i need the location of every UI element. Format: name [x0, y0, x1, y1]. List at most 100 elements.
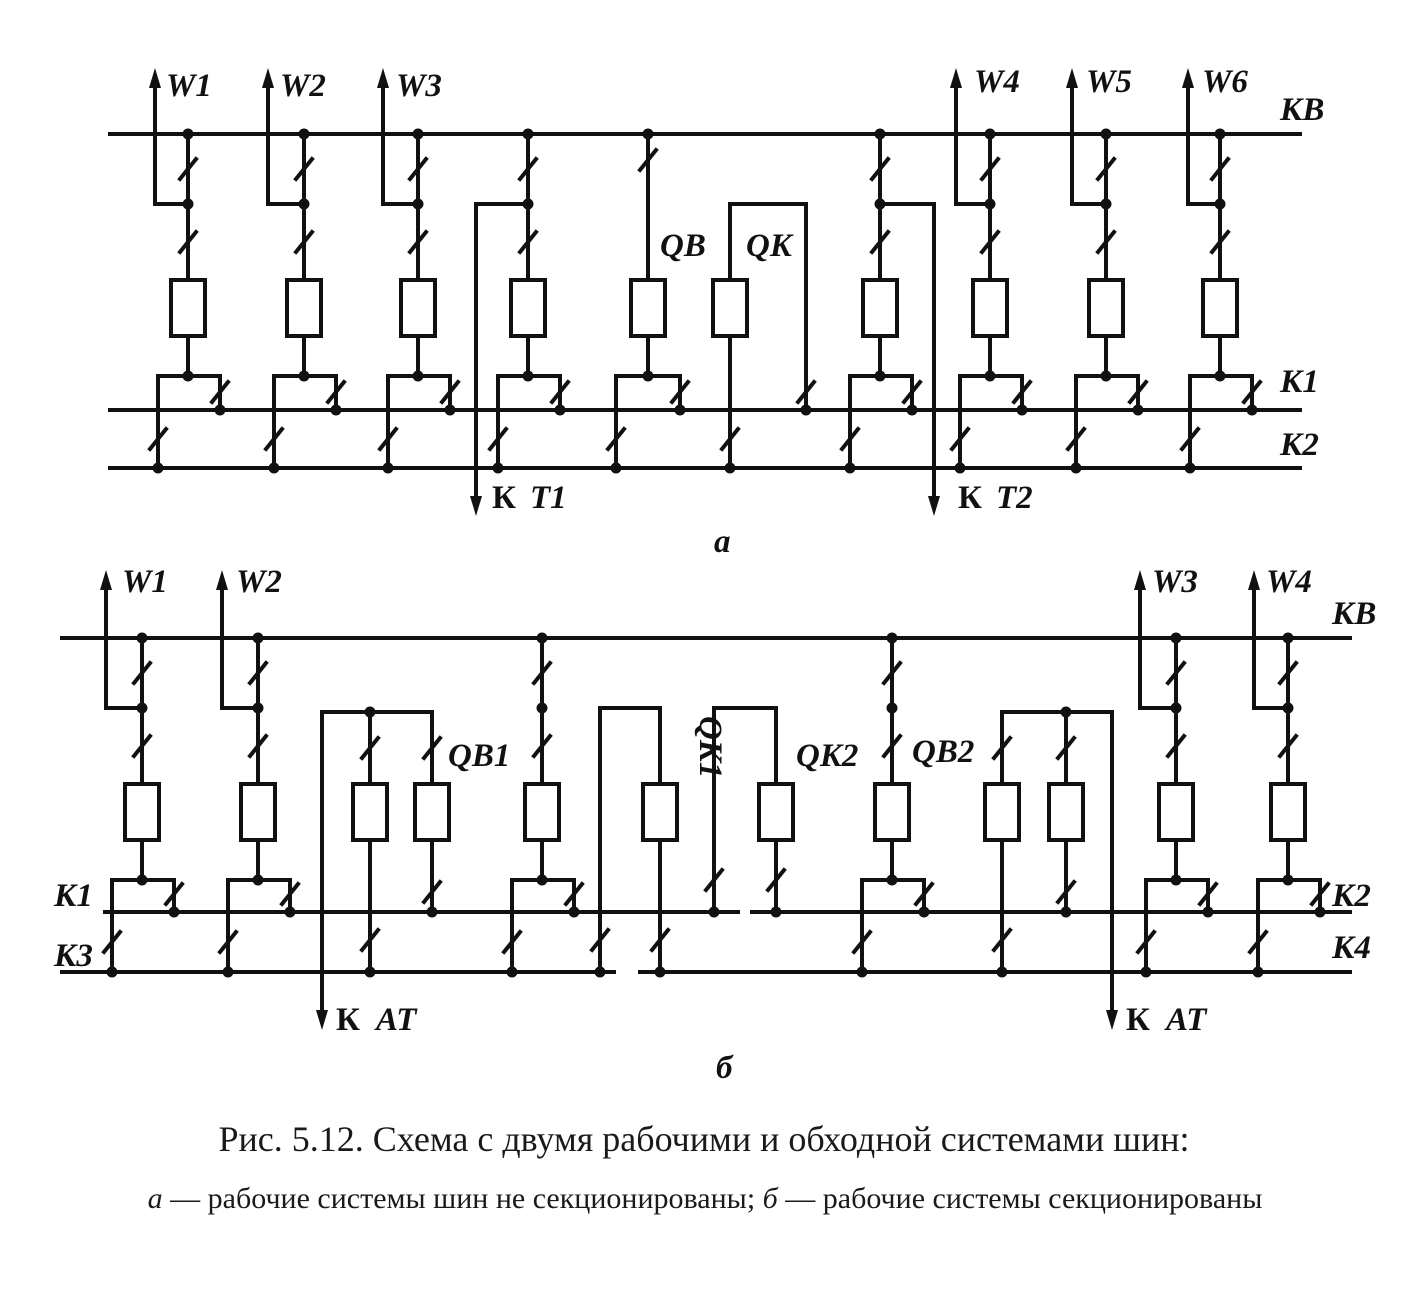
- junction-dot: [1100, 370, 1112, 382]
- bus-label-kb: КВ: [1331, 596, 1376, 632]
- disconnector-symbol: [531, 660, 553, 686]
- disconnector-symbol: [881, 660, 903, 686]
- circuit-breaker: [169, 278, 207, 338]
- disconnector-symbol: [101, 929, 123, 955]
- figure-caption-legend: а — рабочие системы шин не секционирован…: [40, 1180, 1370, 1218]
- disconnector-symbol: [407, 229, 429, 255]
- disconnector-symbol: [531, 733, 553, 759]
- wire: [848, 374, 882, 470]
- junction-dot: [1282, 874, 1294, 886]
- disconnector-symbol: [1065, 426, 1087, 452]
- wire: [614, 374, 650, 470]
- junction-dot: [252, 874, 264, 886]
- junction-dot: [536, 632, 548, 644]
- junction-dot: [1170, 632, 1182, 644]
- junction-dot: [412, 370, 424, 382]
- disconnector-symbol: [589, 927, 611, 953]
- junction-dot: [1214, 370, 1226, 382]
- wire: [712, 706, 778, 914]
- junction-dot: [412, 198, 424, 210]
- wire: [496, 374, 530, 470]
- junction-dot: [654, 966, 666, 978]
- junction-dot: [382, 462, 394, 474]
- junction-dot: [536, 702, 548, 714]
- bus-label-k4: К4: [1331, 930, 1371, 966]
- junction-dot: [770, 906, 782, 918]
- arrow-head: [1248, 570, 1260, 590]
- feeder-label-w3: W3: [1152, 564, 1198, 600]
- disconnector-symbol: [1197, 881, 1219, 907]
- disconnector-symbol: [421, 735, 443, 761]
- wire: [890, 878, 926, 914]
- junction-dot: [214, 404, 226, 416]
- disconnector-symbol: [881, 733, 903, 759]
- junction-dot: [1016, 404, 1028, 416]
- junction-dot: [886, 702, 898, 714]
- figure-caption-title: Рис. 5.12. Схема с двумя рабочими и обхо…: [218, 1119, 1190, 1159]
- disconnector-symbol: [407, 156, 429, 182]
- disconnector-symbol: [517, 229, 539, 255]
- feeder-label-w4: W4: [1266, 564, 1312, 600]
- disconnector-symbol: [217, 929, 239, 955]
- junction-dot: [136, 874, 148, 886]
- disconnector-symbol: [949, 426, 971, 452]
- breaker-label-qk: QK: [746, 228, 794, 264]
- disconnector-symbol: [979, 156, 1001, 182]
- junction-dot: [886, 874, 898, 886]
- wire: [153, 148, 190, 206]
- junction-dot: [168, 906, 180, 918]
- disconnector-symbol: [1165, 733, 1187, 759]
- wire: [272, 374, 306, 470]
- circuit-breaker: [399, 278, 437, 338]
- caption-text-b: — рабочие системы секционированы: [777, 1182, 1263, 1215]
- bus-label-kb: КВ: [1279, 92, 1324, 128]
- junction-dot: [1170, 702, 1182, 714]
- sublabel-a: а: [714, 524, 731, 560]
- wire: [110, 878, 144, 974]
- disconnector-symbol: [1277, 733, 1299, 759]
- arrow-head: [1106, 1010, 1118, 1030]
- caption-letter-a: а: [147, 1182, 163, 1215]
- wire: [226, 878, 260, 974]
- disconnector-symbol: [487, 426, 509, 452]
- junction-dot: [284, 906, 296, 918]
- circuit-breaker: [1157, 782, 1195, 842]
- autotransformer-label-right: AT: [1164, 1002, 1208, 1038]
- junction-dot: [268, 462, 280, 474]
- disconnector-symbol: [991, 735, 1013, 761]
- caption-text-a: — рабочие системы шин не секционированы;: [162, 1182, 763, 1215]
- sublabel-b: б: [716, 1050, 734, 1086]
- junction-dot: [222, 966, 234, 978]
- junction-dot: [886, 632, 898, 644]
- feeder-label-w1: W1: [122, 564, 168, 600]
- junction-dot: [444, 404, 456, 416]
- disconnector-symbol: [913, 881, 935, 907]
- arrow-head: [100, 570, 112, 590]
- junction-dot: [874, 198, 886, 210]
- junction-dot: [136, 632, 148, 644]
- junction-dot: [182, 128, 194, 140]
- feeder-label-w3: W3: [396, 68, 442, 104]
- disconnector-symbol: [1277, 660, 1299, 686]
- arrow-head: [149, 68, 161, 88]
- wire: [386, 374, 420, 470]
- junction-dot: [918, 906, 930, 918]
- circuit-breaker: [1087, 278, 1125, 338]
- wire: [156, 374, 190, 470]
- wire: [598, 706, 662, 974]
- circuit-breaker: [523, 782, 561, 842]
- junction-dot: [568, 906, 580, 918]
- feeder-label-w1: W1: [166, 68, 212, 104]
- bus-label-k2: К2: [1331, 878, 1371, 914]
- circuit-breaker: [971, 278, 1009, 338]
- disconnector-symbol: [869, 156, 891, 182]
- circuit-breaker: [861, 278, 899, 338]
- junction-dot: [364, 966, 376, 978]
- autotransformer-prefix-right: К: [1126, 1002, 1150, 1038]
- arrow-head: [377, 68, 389, 88]
- disconnector-symbol: [1095, 229, 1117, 255]
- disconnector-symbol: [649, 927, 671, 953]
- wire: [416, 374, 452, 412]
- junction-dot: [182, 198, 194, 210]
- wire: [958, 374, 992, 470]
